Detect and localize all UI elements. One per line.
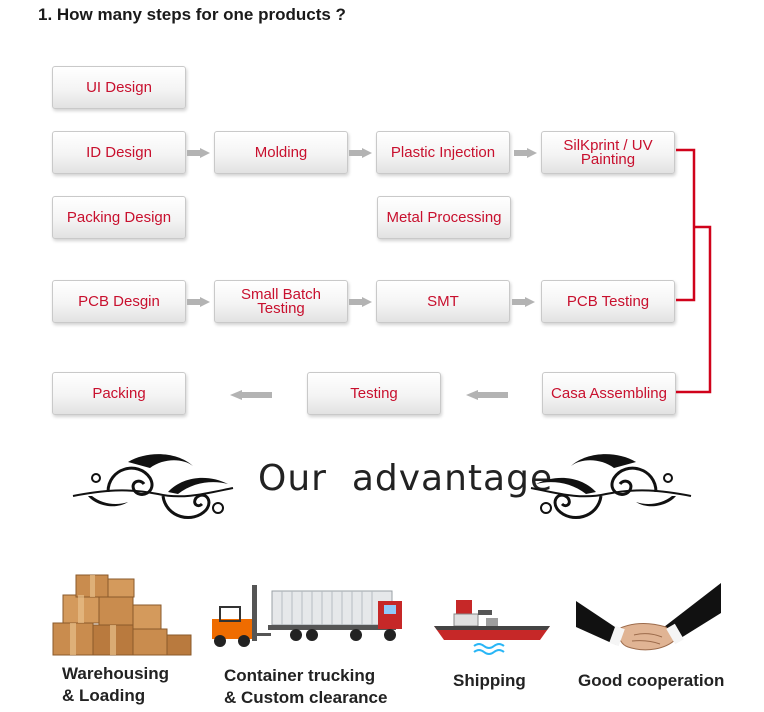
arrow-left-icon: [466, 390, 508, 400]
arrow-right-icon: [187, 148, 210, 158]
caption-line1: Container trucking: [224, 666, 376, 685]
boxes-icon: [52, 574, 192, 656]
left-ornament-icon: [72, 454, 234, 519]
step-id-design: ID Design: [52, 131, 186, 174]
step-plastic-injection: Plastic Injection: [376, 131, 510, 174]
step-packing: Packing: [52, 372, 186, 415]
advantage-warehousing: Warehousing & Loading: [62, 663, 169, 707]
truck-icon: [212, 585, 402, 647]
step-silkprint-line2: Painting: [580, 150, 636, 168]
advantage-shipping: Shipping: [453, 670, 526, 692]
caption-line1: Shipping: [453, 671, 526, 690]
connector-line-upper: [676, 148, 696, 302]
step-testing: Testing: [307, 372, 441, 415]
advantage-container-trucking: Container trucking & Custom clearance: [224, 665, 387, 709]
step-pcb-testing: PCB Testing: [541, 280, 675, 323]
advantage-title: Our advantage: [258, 458, 554, 499]
caption-line1: Warehousing: [62, 664, 170, 683]
connector-line-lower: [676, 225, 712, 394]
connector-bracket: [676, 148, 712, 394]
caption-line2: & Custom clearance: [224, 688, 388, 707]
arrow-right-icon: [349, 297, 372, 307]
arrow-right-icon: [349, 148, 372, 158]
step-pcb-design: PCB Desgin: [52, 280, 186, 323]
caption-line2: & Loading: [62, 686, 146, 705]
ship-icon: [434, 600, 550, 655]
step-ui-design: UI Design: [52, 66, 186, 109]
step-silkprint: SilKprint / UV Painting: [541, 131, 675, 174]
step-small-batch-line1: Small Batch: [240, 285, 322, 303]
advantage-good-cooperation: Good cooperation: [578, 670, 724, 692]
arrow-right-icon: [514, 148, 537, 158]
arrow-left-icon: [230, 390, 272, 400]
arrow-right-icon: [187, 297, 210, 307]
step-metal-processing: Metal Processing: [377, 196, 511, 239]
caption-line1: Good cooperation: [578, 671, 725, 690]
step-silkprint-line1: SilKprint / UV: [563, 136, 653, 154]
page-title: 1. How many steps for one products ?: [38, 5, 346, 24]
step-molding: Molding: [214, 131, 348, 174]
step-casa-assembling: Casa Assembling: [542, 372, 676, 415]
right-ornament-icon: [530, 454, 692, 519]
step-smt: SMT: [376, 280, 510, 323]
step-packing-design: Packing Design: [52, 196, 186, 239]
arrow-right-icon: [512, 297, 535, 307]
step-small-batch: Small Batch Testing: [214, 280, 348, 323]
handshake-icon: [576, 583, 721, 651]
step-small-batch-line2: Testing: [257, 299, 305, 317]
